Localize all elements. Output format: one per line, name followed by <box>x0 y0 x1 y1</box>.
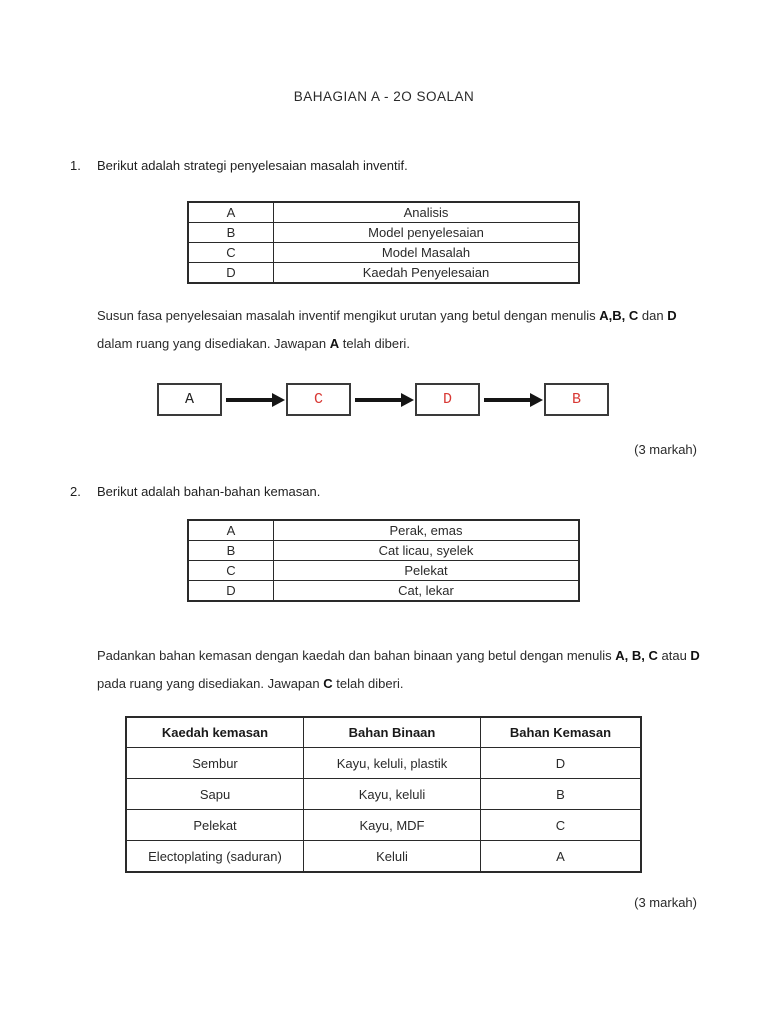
question-number: 2. <box>70 484 81 499</box>
question-2: 2. Berikut adalah bahan-bahan kemasan. A … <box>0 484 768 910</box>
instruction-bold: D <box>690 648 700 663</box>
instruction-text: pada ruang yang disediakan. Jawapan <box>97 676 324 691</box>
instruction-text: telah diberi. <box>332 676 404 691</box>
table-header-row: Kaedah kemasan Bahan Binaan Bahan Kemasa… <box>125 716 642 748</box>
marks-label: (3 markah) <box>634 442 697 457</box>
table-row: Sapu Kayu, keluli B <box>125 778 642 810</box>
flow-label: A <box>184 391 194 408</box>
instruction-text: telah diberi. <box>339 336 410 351</box>
table-row: C Model Masalah <box>187 242 580 263</box>
answer-cell: A <box>480 840 642 873</box>
binaan-cell: Kayu, MDF <box>303 809 481 841</box>
page-title: BAHAGIAN A - 2O SOALAN <box>293 89 475 104</box>
flow-box: A <box>157 383 222 416</box>
option-key: D <box>187 262 274 284</box>
option-value: Model Masalah <box>273 242 580 263</box>
option-value: Model penyelesaian <box>273 222 580 243</box>
column-header: Bahan Kemasan <box>480 716 642 748</box>
column-header: Bahan Binaan <box>303 716 481 748</box>
option-value: Perak, emas <box>273 519 580 541</box>
option-value: Analisis <box>273 201 580 223</box>
option-value: Kaedah Penyelesaian <box>273 262 580 284</box>
answer-cell: C <box>480 809 642 841</box>
flow-box: C <box>286 383 351 416</box>
question-2-heading: 2. Berikut adalah bahan-bahan kemasan. <box>70 484 768 499</box>
instruction-bold: A,B, C <box>599 308 639 323</box>
q2-matching-table: Kaedah kemasan Bahan Binaan Bahan Kemasa… <box>125 716 642 873</box>
table-row: A Perak, emas <box>187 519 580 541</box>
table-row: Electoplating (saduran) Keluli A <box>125 840 642 873</box>
answer-cell: D <box>480 747 642 779</box>
question-intro: Berikut adalah bahan-bahan kemasan. <box>97 484 321 499</box>
option-key: B <box>187 540 274 561</box>
kaedah-cell: Pelekat <box>125 809 304 841</box>
question-1-heading: 1. Berikut adalah strategi penyelesaian m… <box>70 158 768 173</box>
arrow-right-icon <box>484 397 530 402</box>
binaan-cell: Kayu, keluli <box>303 778 481 810</box>
question-intro: Berikut adalah strategi penyelesaian mas… <box>97 158 408 173</box>
flow-box: B <box>544 383 609 416</box>
q1-flow-diagram: A C D B <box>157 383 768 416</box>
flow-box: D <box>415 383 480 416</box>
binaan-cell: Keluli <box>303 840 481 873</box>
instruction-text: dan <box>638 308 668 323</box>
option-key: D <box>187 580 274 602</box>
binaan-cell: Kayu, keluli, plastik <box>303 747 481 779</box>
q1-instruction: Susun fasa penyelesaian masalah inventif… <box>97 302 701 358</box>
question-number: 1. <box>70 158 81 173</box>
table-row: B Cat licau, syelek <box>187 540 580 561</box>
arrow-right-icon <box>355 397 401 402</box>
kaedah-cell: Sembur <box>125 747 304 779</box>
q2-options-table: A Perak, emas B Cat licau, syelek C Pele… <box>187 519 580 602</box>
instruction-text: Susun fasa penyelesaian masalah inventif… <box>97 308 600 323</box>
option-key: B <box>187 222 274 243</box>
option-key: A <box>187 519 274 541</box>
table-row: D Cat, lekar <box>187 580 580 602</box>
table-row: Pelekat Kayu, MDF C <box>125 809 642 841</box>
table-row: C Pelekat <box>187 560 580 581</box>
table-row: A Analisis <box>187 201 580 223</box>
instruction-text: Padankan bahan kemasan dengan kaedah dan… <box>97 648 616 663</box>
instruction-text: dalam ruang yang disediakan. Jawapan <box>97 336 330 351</box>
instruction-bold: A, B, C <box>615 648 658 663</box>
instruction-text: atau <box>657 648 691 663</box>
instruction-bold: C <box>323 676 333 691</box>
question-1: 1. Berikut adalah strategi penyelesaian m… <box>0 158 768 457</box>
option-value: Cat, lekar <box>273 580 580 602</box>
q1-options-table: A Analisis B Model penyelesaian C Model … <box>187 201 580 284</box>
instruction-bold: A <box>329 336 340 351</box>
table-row: Sembur Kayu, keluli, plastik D <box>125 747 642 779</box>
column-header: Kaedah kemasan <box>125 716 304 748</box>
table-row: D Kaedah Penyelesaian <box>187 262 580 284</box>
option-key: C <box>187 242 274 263</box>
option-value: Cat licau, syelek <box>273 540 580 561</box>
option-value: Pelekat <box>273 560 580 581</box>
marks-label: (3 markah) <box>634 895 697 910</box>
flow-label: C <box>313 391 323 408</box>
kaedah-cell: Sapu <box>125 778 304 810</box>
arrow-right-icon <box>226 397 272 402</box>
instruction-bold: D <box>667 308 677 323</box>
q2-instruction: Padankan bahan kemasan dengan kaedah dan… <box>97 642 701 698</box>
flow-label: D <box>442 391 452 408</box>
flow-label: B <box>571 391 581 408</box>
answer-cell: B <box>480 778 642 810</box>
table-row: B Model penyelesaian <box>187 222 580 243</box>
option-key: A <box>187 201 274 223</box>
kaedah-cell: Electoplating (saduran) <box>125 840 304 873</box>
option-key: C <box>187 560 274 581</box>
